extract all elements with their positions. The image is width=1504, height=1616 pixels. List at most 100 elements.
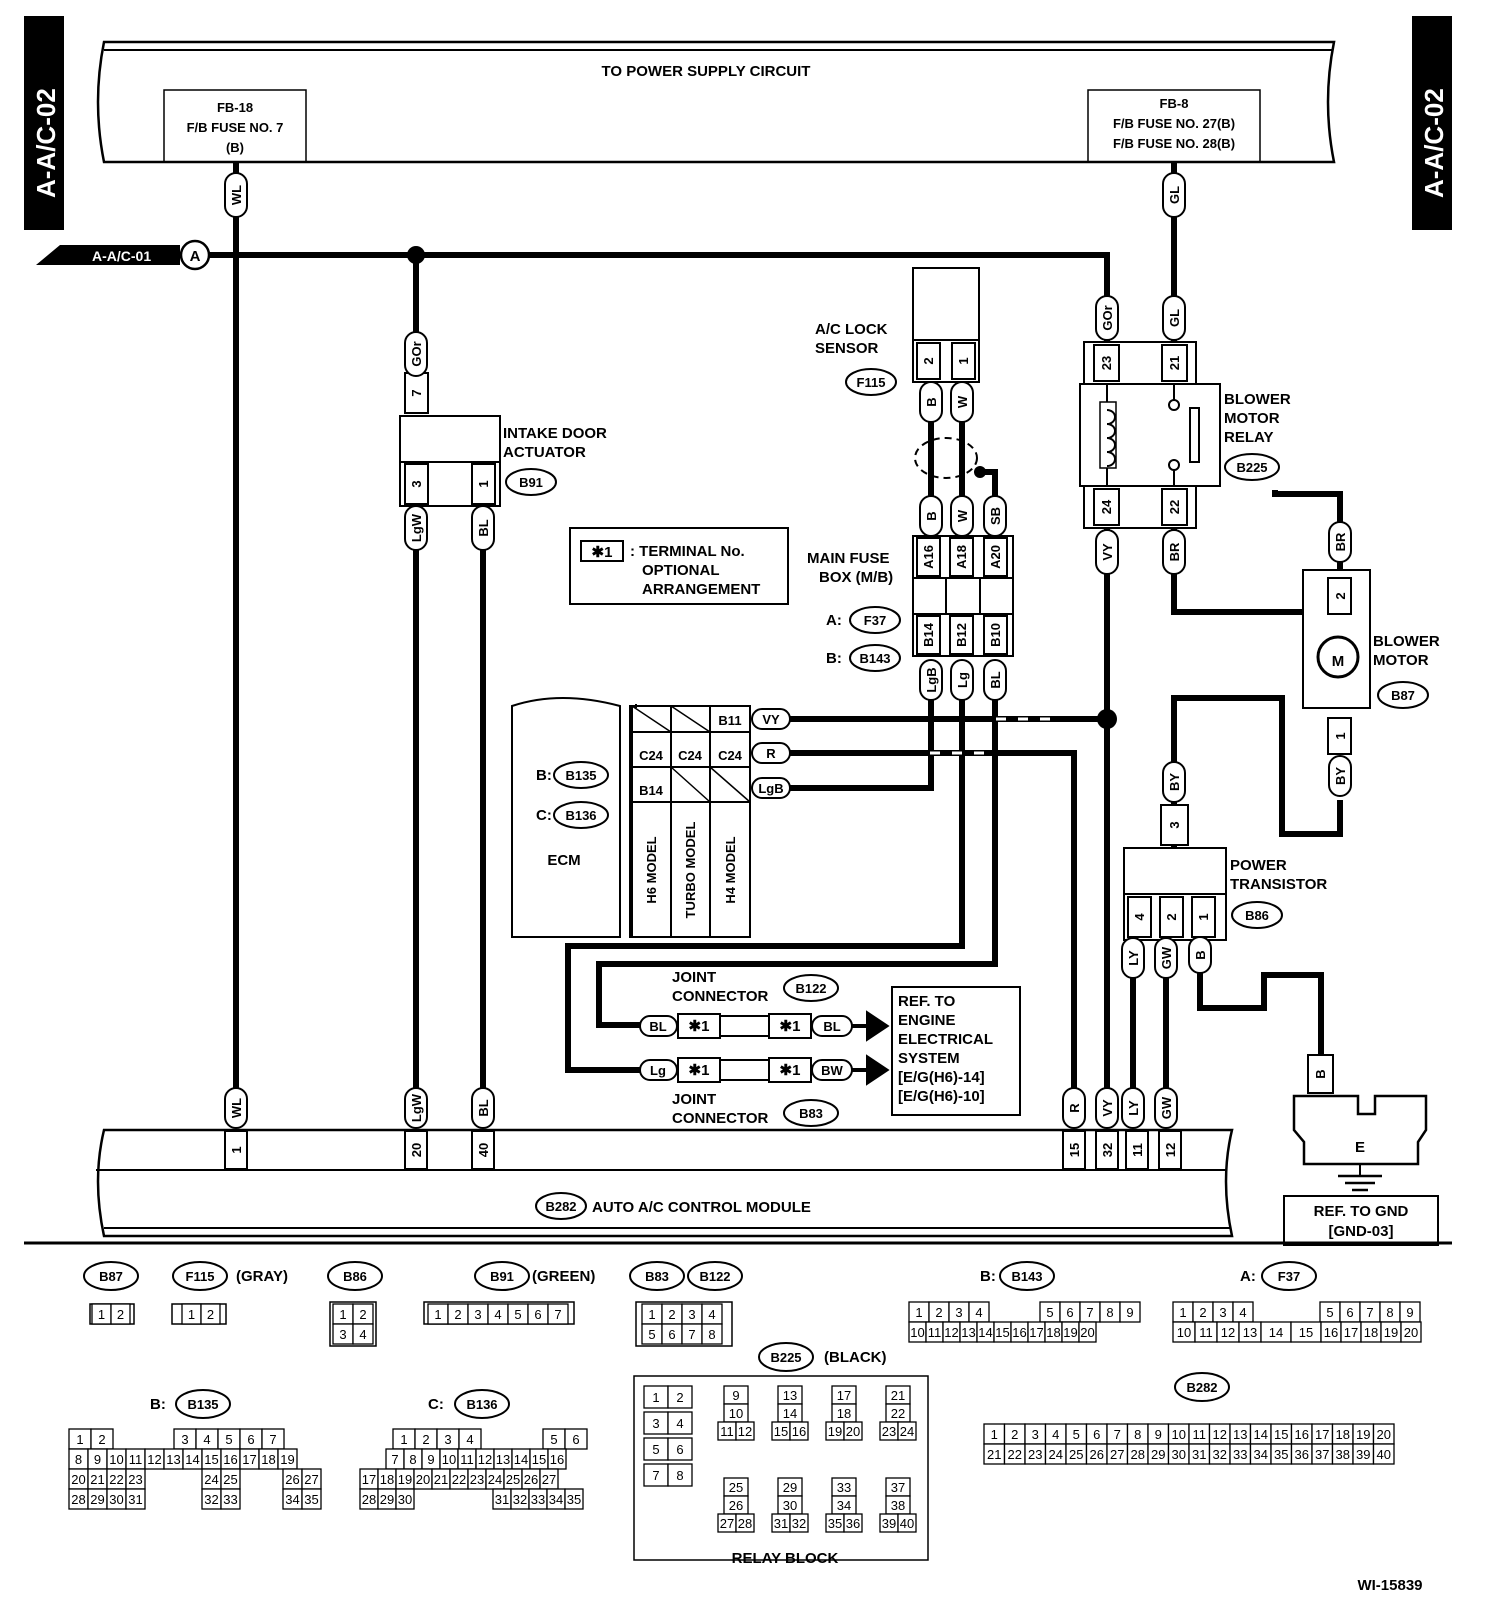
svg-text:B143: B143 [859,651,890,666]
main-fuse-box-name-2: BOX (M/B) [819,569,893,586]
ac-lock-sensor-name: A/C LOCK [815,321,888,338]
connector-pin-label: 12 [1221,1325,1235,1340]
connector-pin-label: 1 [76,1432,83,1447]
connector-pin-label: 20 [416,1472,430,1487]
legend-b136: B136 [466,1397,497,1412]
connector-pin-label: 4 [975,1305,982,1320]
svg-text:B: B [924,511,939,520]
svg-text:C24: C24 [718,748,743,763]
ecm-b-id: B135 [565,768,596,783]
connector-pin-label: 12 [944,1325,958,1340]
connector-pin-label: 21 [90,1472,104,1487]
connector-cell [564,1488,584,1510]
side-label-left: A-A/C-02 [24,16,64,230]
svg-text:A:: A: [1240,1268,1256,1285]
connector-pin-label: 8 [676,1468,683,1483]
power-transistor: 3 4 2 1 POWER TRANSISTOR B86 [1123,804,1327,941]
connector-pin-label: 15 [532,1452,546,1467]
svg-text:BW: BW [821,1063,843,1078]
connector-pin-label: 24 [488,1472,502,1487]
svg-text:Lg: Lg [650,1063,666,1078]
connector-pin-label: 1 [991,1427,998,1442]
connector-pin-label: 28 [71,1492,85,1507]
connector-pin-label: 5 [1073,1427,1080,1442]
junction-dot [1097,709,1117,729]
connector-pin-label: 19 [398,1472,412,1487]
svg-text:C:: C: [536,807,552,824]
svg-text:B14: B14 [639,783,664,798]
connector-pin-label: 9 [1406,1305,1413,1320]
connector-pin-label: 3 [339,1327,346,1342]
connector-pin-label: 3 [652,1416,659,1431]
connector-pin-label: 2 [668,1307,675,1322]
blower-relay-name-2: MOTOR [1224,410,1280,427]
connector-pin-label: 17 [1315,1427,1329,1442]
connector-pin-label: 6 [1346,1305,1353,1320]
connector-pin-label: 19 [1356,1427,1370,1442]
svg-text:1: 1 [1196,913,1211,920]
connector-pin-label: 7 [391,1452,398,1467]
svg-text:LgB: LgB [924,667,939,692]
connector-pin-label: 8 [75,1452,82,1467]
svg-text:R: R [1067,1103,1082,1113]
connector-pin-label: 18 [1046,1325,1060,1340]
connector-pin-label: 16 [223,1452,237,1467]
connector-pin-label: 1 [339,1307,346,1322]
blower-relay-name-3: RELAY [1224,429,1273,446]
connector-pin-label: 12 [147,1452,161,1467]
fuse-fb18-line2: F/B FUSE NO. 7 [187,120,284,135]
connector-pin-label: 29 [1151,1447,1165,1462]
ecm-name: ECM [547,852,580,869]
intake-door-actuator: 3 1 7 INTAKE DOOR ACTUATOR B91 [399,372,607,507]
connector-pin-label: 19 [280,1452,294,1467]
connector-cell [1119,1301,1141,1323]
connector-pin-label: 12 [478,1452,492,1467]
svg-text:BL: BL [649,1019,666,1034]
connector-pin-label: 6 [247,1432,254,1447]
power-transistor-id: B86 [1245,908,1269,923]
connector-pin-label: 4 [359,1327,366,1342]
connector-pin-label: 4 [1052,1427,1059,1442]
connector-cell [667,1463,693,1487]
connector-pin-label: 35 [304,1492,318,1507]
svg-text:BL: BL [988,671,1003,688]
joint-connector-b83: Lg ✱1 ✱1 BW JOINT CONNECTOR B83 [639,1054,890,1127]
control-module-id: B282 [545,1199,576,1214]
connector-pin-label: 17 [1029,1325,1043,1340]
connector-pin-label: 7 [554,1307,561,1322]
connector-pin-label: 26 [1090,1447,1104,1462]
svg-text:R: R [766,746,776,761]
connector-pin-label: 1 [434,1307,441,1322]
side-label-right: A-A/C-02 [1412,16,1452,230]
connector-pin-label: 36 [846,1516,860,1531]
blower-motor-name: BLOWER [1373,633,1440,650]
svg-text:ARRANGEMENT: ARRANGEMENT [642,581,760,598]
connector-pin-label: 9 [732,1388,739,1403]
connector-pin-label: 14 [185,1452,199,1467]
connector-pin-label: 7 [1086,1305,1093,1320]
connector-pin-label: 25 [729,1480,743,1495]
svg-text:1: 1 [229,1146,244,1153]
connector-pin-label: 22 [109,1472,123,1487]
svg-text:23: 23 [1099,356,1114,370]
connector-pin-label: 2 [207,1307,214,1322]
svg-text:✱1: ✱1 [689,1062,710,1079]
connector-pin-label: 2 [359,1307,366,1322]
legend-b87: B87 [99,1269,123,1284]
svg-text:22: 22 [1167,500,1182,514]
svg-text:24: 24 [1099,499,1114,514]
connector-pin-label: 40 [900,1516,914,1531]
connector-pin-label: 4 [676,1416,683,1431]
connector-pin-label: 2 [422,1432,429,1447]
connector-pin-label: 32 [792,1516,806,1531]
connector-pin-label: 6 [676,1442,683,1457]
connector-pin-label: 21 [434,1472,448,1487]
connector-outline [329,1301,377,1347]
svg-text:ELECTRICAL: ELECTRICAL [898,1031,993,1048]
svg-text:LgW: LgW [409,513,424,542]
svg-text:GOr: GOr [409,341,424,366]
connector-pin-label: 26 [729,1498,743,1513]
connector-pin-label: 23 [470,1472,484,1487]
svg-text:GL: GL [1167,309,1182,327]
